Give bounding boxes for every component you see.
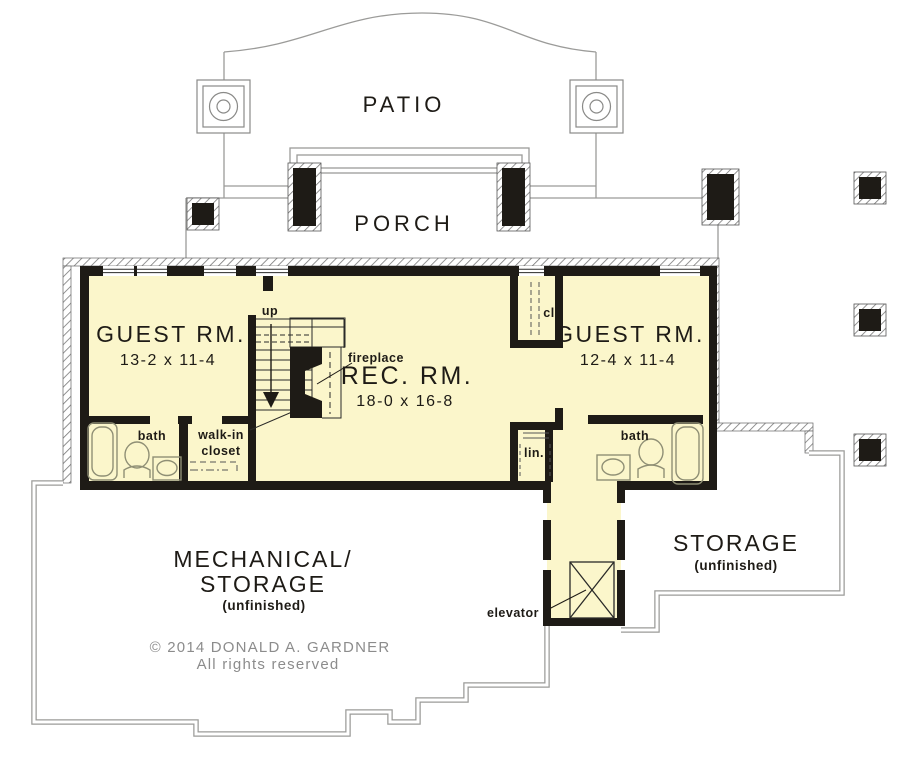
guest-left-title: GUEST RM.: [96, 321, 246, 347]
patio-column-right: [569, 79, 624, 134]
basement-unfinished-outline: [31, 480, 550, 737]
fireplace: [289, 317, 353, 419]
copyright-line2: All rights reserved: [197, 656, 340, 673]
toilet-left: [124, 441, 150, 469]
mechanical-line1: MECHANICAL/: [173, 546, 352, 572]
bath-left-label: bath: [138, 429, 166, 443]
rec-room-dims: 18-0 x 16-8: [356, 393, 453, 410]
walkin-label-1: walk-in: [197, 428, 244, 442]
up-label: up: [262, 304, 278, 318]
deck-pillar-far-right: [701, 168, 740, 226]
porch-label: PORCH: [354, 211, 453, 236]
mechanical-note: (unfinished): [222, 598, 305, 613]
porch-steps: [185, 147, 719, 266]
storage-note: (unfinished): [694, 558, 777, 573]
walkin-label-2: closet: [201, 444, 240, 458]
elevator-leader: [544, 589, 587, 612]
storage-zone: STORAGE (unfinished): [673, 530, 799, 573]
mechanical-line2: STORAGE: [200, 571, 326, 597]
sink-left: [152, 456, 182, 481]
exterior-walls: [80, 266, 717, 490]
main-floor-area: [84, 270, 713, 486]
guest-right-title: GUEST RM.: [555, 321, 705, 347]
patio-column-left: [196, 79, 251, 134]
top-wall-windows: [103, 266, 700, 276]
deck-post-left: [186, 197, 220, 231]
left-bath-fixtures: [87, 422, 182, 481]
right-bath-fixtures: [596, 422, 704, 485]
copyright-line1: © 2014 DONALD A. GARDNER: [150, 639, 391, 656]
rec-room-title: REC. RM.: [341, 362, 474, 390]
walkin-closet-rods: [190, 461, 238, 472]
storage-unfinished-outline: [621, 450, 845, 633]
linen-closet: [519, 432, 551, 478]
porch-pillar-left: [287, 162, 322, 232]
bathtub-right: [671, 422, 704, 485]
fireplace-label: fireplace: [348, 351, 404, 365]
bath-right-label: bath: [621, 429, 649, 443]
elevator: [569, 561, 615, 619]
rec-room: REC. RM. 18-0 x 16-8: [341, 362, 474, 410]
bathtub-left: [87, 422, 118, 481]
copyright-block: © 2014 DONALD A. GARDNER All rights rese…: [150, 639, 391, 673]
deck-post-right-2: [853, 303, 887, 337]
elevator-hall-area: [547, 486, 621, 626]
mechanical-storage-zone: MECHANICAL/ STORAGE (unfinished): [173, 546, 352, 613]
stair-up-arrow: [263, 324, 279, 408]
deck-post-right-3: [853, 433, 887, 467]
guest-right-dims: 12-4 x 11-4: [580, 352, 676, 369]
guest-room-right: GUEST RM. 12-4 x 11-4: [555, 321, 705, 369]
sink-right: [596, 454, 631, 481]
porch-pillar-right: [496, 162, 531, 232]
cl-closet-rods: [530, 282, 540, 336]
linen-label: lin.: [524, 446, 544, 460]
patio-label: PATIO: [363, 92, 446, 117]
storage-title: STORAGE: [673, 530, 799, 556]
deck-post-right-1: [853, 171, 887, 205]
cl-label: cl: [543, 306, 554, 320]
elevator-label: elevator: [487, 606, 539, 620]
guest-left-dims: 13-2 x 11-4: [120, 352, 216, 369]
interior-walls: [84, 276, 703, 626]
guest-room-left: GUEST RM. 13-2 x 11-4: [96, 321, 246, 369]
